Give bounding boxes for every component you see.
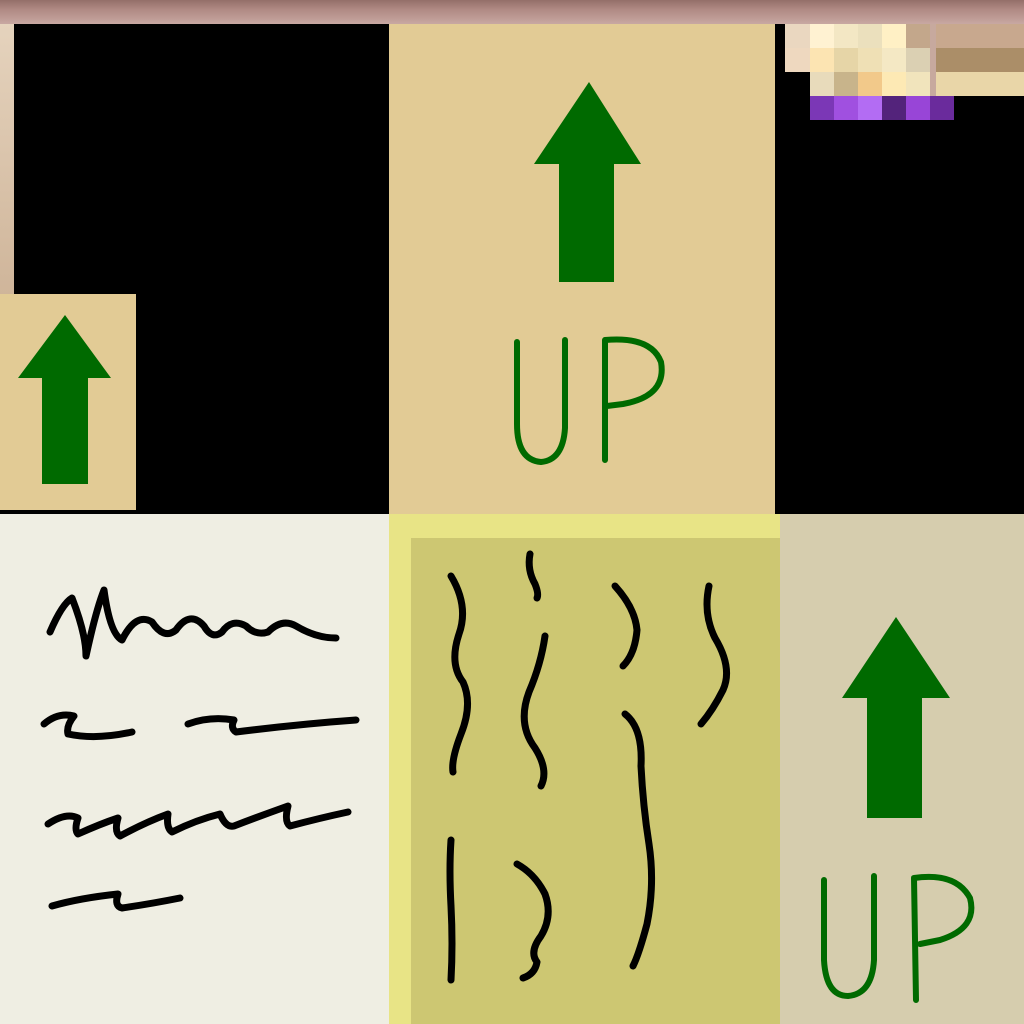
center-up-card xyxy=(389,24,775,514)
scribble-lines xyxy=(40,586,360,912)
top-edge-strip xyxy=(0,0,1024,24)
wavy-lines-card xyxy=(389,514,780,1024)
scribble-note-card xyxy=(0,514,389,1024)
right-up-card xyxy=(780,514,1024,1024)
small-arrow-card xyxy=(0,294,136,510)
up-arrow-icon xyxy=(18,315,111,484)
up-label xyxy=(514,336,665,465)
up-label xyxy=(821,873,975,1003)
left-edge-sliver xyxy=(0,24,14,296)
wavy-lines xyxy=(446,550,731,984)
pixel-mosaic xyxy=(785,24,1024,120)
up-arrow-icon xyxy=(534,82,641,282)
up-arrow-icon xyxy=(842,617,950,818)
olive-inner-panel xyxy=(411,538,780,1024)
